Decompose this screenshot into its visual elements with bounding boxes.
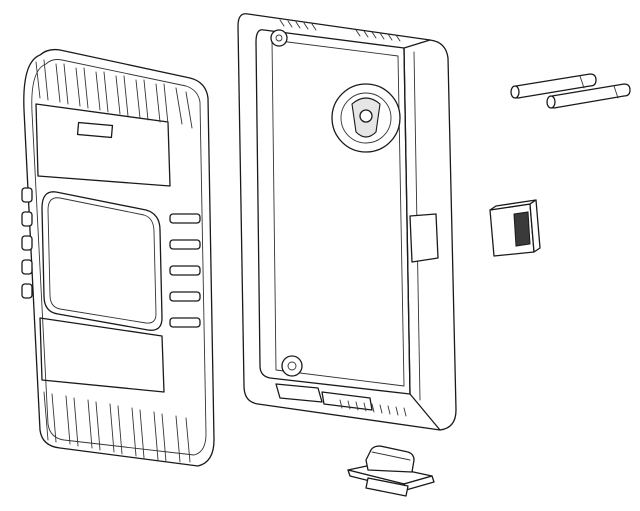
screws-icon	[510, 73, 631, 109]
front-cover-icon	[21, 48, 215, 467]
back-housing-icon	[237, 13, 457, 431]
connector-icon	[347, 445, 435, 497]
rocker-switch-icon	[489, 199, 541, 257]
